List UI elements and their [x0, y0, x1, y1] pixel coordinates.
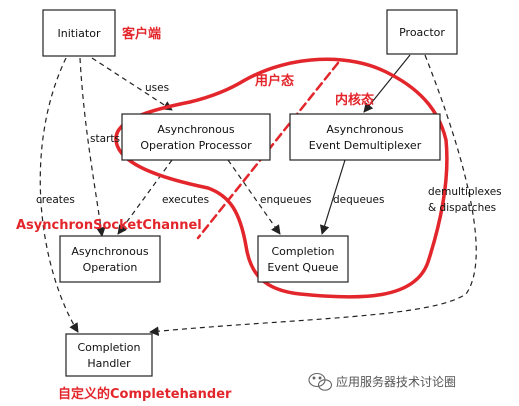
- node-async-event-demux: Asynchronous Event Demultiplexer: [289, 113, 441, 161]
- watermark: 应用服务器技术讨论圈: [308, 372, 456, 391]
- node-completion-event-queue: Completion Event Queue: [257, 235, 349, 283]
- async-operation-box: [59, 235, 161, 283]
- label-user-mode: 用户态: [254, 73, 294, 89]
- completion-event-queue-line2: Event Queue: [267, 261, 338, 274]
- node-initiator: Initiator: [42, 9, 116, 57]
- label-dequeues: dequeues: [333, 194, 385, 206]
- completion-event-queue-line1: Completion: [271, 245, 334, 258]
- label-executes: executes: [162, 194, 209, 206]
- label-socket-channel: AsynchronSocketChannel: [16, 218, 202, 233]
- async-event-demux-box: [289, 113, 441, 161]
- label-uses: uses: [145, 82, 169, 94]
- edge-proactor-demux: [363, 54, 411, 113]
- wechat-icon: [308, 372, 333, 391]
- edge-dequeues: [319, 159, 346, 235]
- async-event-demux-line2: Event Demultiplexer: [309, 139, 422, 152]
- completion-handler-box: [65, 333, 153, 377]
- async-operation-line1: Asynchronous: [71, 245, 148, 258]
- proactor-box: [386, 9, 458, 55]
- async-operation-line2: Operation: [83, 261, 138, 274]
- label-custom-handler: 自定义的Completehander: [58, 386, 232, 402]
- kernel-region-outline: [114, 57, 449, 299]
- initiator-label: Initiator: [58, 27, 101, 40]
- label-starts: starts: [90, 133, 120, 145]
- completion-handler-line1: Completion: [77, 341, 140, 354]
- label-enqueues: enqueues: [260, 194, 311, 206]
- node-async-operation: Asynchronous Operation: [59, 235, 161, 283]
- annotation-labels: 客户端 用户态 内核态 AsynchronSocketChannel 自定义的C…: [16, 26, 374, 402]
- async-op-processor-line1: Asynchronous: [157, 123, 234, 136]
- label-creates: creates: [36, 194, 75, 206]
- completion-event-queue-box: [257, 235, 349, 283]
- edges: [39, 54, 477, 336]
- node-completion-handler: Completion Handler: [65, 333, 153, 377]
- completion-handler-line2: Handler: [87, 357, 131, 370]
- async-event-demux-line1: Asynchronous: [326, 123, 403, 136]
- watermark-text: 应用服务器技术讨论圈: [336, 374, 456, 389]
- edge-uses: [91, 57, 173, 111]
- async-op-processor-line2: Operation Processor: [140, 139, 252, 152]
- edge-enqueues: [227, 159, 281, 235]
- label-client: 客户端: [122, 26, 161, 42]
- edge-executes: [117, 159, 173, 235]
- async-op-processor-box: [121, 113, 271, 161]
- edge-labels: uses starts creates executes enqueues de…: [36, 82, 502, 214]
- proactor-label: Proactor: [399, 26, 445, 39]
- label-demux-line2: & dispatches: [428, 202, 496, 214]
- initiator-box: [42, 9, 116, 57]
- label-kernel-mode: 内核态: [335, 92, 374, 108]
- node-proactor: Proactor: [386, 9, 458, 55]
- label-demux-line1: demultiplexes: [428, 186, 502, 198]
- node-async-op-processor: Asynchronous Operation Processor: [121, 113, 271, 161]
- edge-creates: [39, 57, 79, 333]
- edge-starts: [79, 57, 106, 237]
- edge-demux-dispatch: [149, 54, 477, 336]
